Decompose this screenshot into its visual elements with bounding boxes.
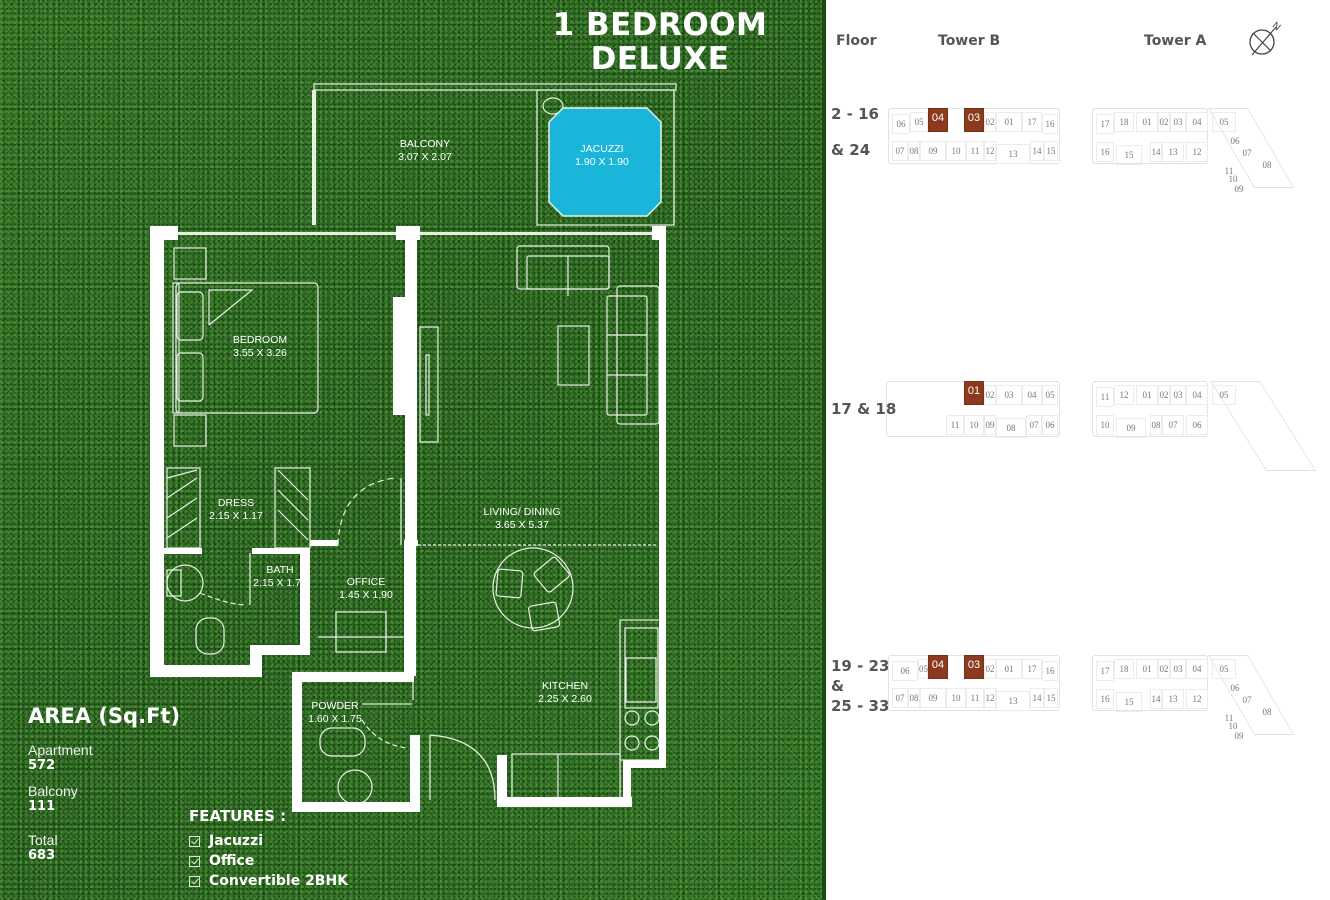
checkbox-checked-icon [189,835,200,847]
pillow [176,352,204,402]
title-line-2: DELUXE [590,41,730,77]
room-label-kitchen: KITCHEN [542,680,588,692]
tv-unit [419,326,439,443]
nightstand [173,414,207,447]
area-label-apartment: Apartment [28,742,93,758]
checkbox-checked-icon [189,855,200,867]
stove-burner [624,710,640,726]
sofa [516,245,610,290]
room-label-powder: POWDER [311,700,359,712]
svg-text:2.25 X 2.60: 2.25 X 2.60 [538,693,592,705]
dining-table [492,547,574,629]
area-label-balcony: Balcony [28,783,78,799]
pillow [176,291,204,341]
room-label-balcony: BALCONY [400,138,450,150]
header-tower-a: Tower A [1144,33,1207,49]
area-label-total: Total [28,832,58,848]
floor-plan-panel: 1 BEDROOM DELUXE [0,0,826,900]
jacuzzi-step [542,97,564,115]
nightstand [173,247,207,280]
office-chair [335,611,387,653]
area-value-apartment: 572 [28,758,56,773]
title-line-1: 1 BEDROOM [552,7,768,43]
highlighted-unit-04[interactable]: 04 [928,655,948,679]
svg-text:2.15 X 1.17: 2.15 X 1.17 [209,510,263,522]
highlighted-unit-03[interactable]: 03 [964,655,984,679]
coffee-table [557,325,590,386]
tower-b-plan-row-3: 06 05 04 03 02 01 17 16 07 08 09 10 11 1… [888,655,1060,713]
tower-b-plan-row-1: 06 05 04 03 02 01 17 16 07 08 09 10 11 1… [888,108,1060,166]
svg-text:3.65 X 5.37: 3.65 X 5.37 [495,519,549,531]
sink [625,657,657,703]
area-value-balcony: 111 [28,799,56,814]
svg-text:1.45 X 1.90: 1.45 X 1.90 [339,589,393,601]
tower-a-plan-row-1: 17 18 01 02 03 04 05 16 15 14 13 12 06 0… [1092,108,1295,198]
svg-text:2.15 X 1.75: 2.15 X 1.75 [253,577,307,589]
room-label-living: LIVING/ DINING [483,506,560,518]
page-title: 1 BEDROOM DELUXE [530,8,790,76]
svg-text:3.07 X 2.07: 3.07 X 2.07 [398,151,452,163]
header-floor: Floor [836,33,877,49]
header-tower-b: Tower B [938,33,1001,49]
toilet [195,617,225,655]
highlighted-unit-04[interactable]: 04 [928,108,948,132]
jacuzzi-deck [536,89,675,226]
room-label-dress: DRESS [218,497,254,509]
feature-item: Jacuzzi [189,831,348,851]
toilet [319,727,366,757]
tower-a-plan-row-3: 17 18 01 02 03 04 05 16 15 14 13 12 06 0… [1092,655,1295,745]
room-label-office: OFFICE [347,576,386,588]
floor-plan-drawing: BALCONY 3.07 X 2.07 JACUZZI 1.90 X 1.90 … [150,83,677,812]
checkbox-checked-icon [189,875,200,887]
area-title: AREA (Sq.Ft) [28,704,181,728]
feature-item: Office [189,851,348,871]
basin [337,769,373,805]
room-label-jacuzzi: JACUZZI [580,143,623,155]
room-label-bath: BATH [266,564,293,576]
feature-item: Convertible 2BHK [189,871,348,891]
room-labels: BALCONY 3.07 X 2.07 JACUZZI 1.90 X 1.90 … [209,138,629,725]
svg-text:1.60 X 1.75: 1.60 X 1.75 [308,713,362,725]
bed [175,282,319,414]
features-title: FEATURES : [189,807,287,825]
floor-label-row-2: 17 & 18 [831,400,897,418]
features-list: FEATURES : Jacuzzi Office Convertible 2B… [189,807,348,891]
floor-label-row-3: 19 - 23 & 25 - 33 [831,657,890,715]
jacuzzi-pool [548,107,662,217]
highlighted-unit-03[interactable]: 03 [964,108,984,132]
tower-b-plan-row-2: 01 02 03 04 05 11 10 09 08 07 06 [886,381,1060,439]
area-value-total: 683 [28,848,56,863]
balcony-railing [313,83,677,91]
key-plan-panel: Floor Tower B Tower A N 2 - 16 & 24 06 0… [826,0,1330,900]
area-summary: AREA (Sq.Ft) Apartment 572 Balcony 111 T… [28,704,180,873]
svg-text:1.90 X 1.90: 1.90 X 1.90 [575,156,629,168]
room-label-bedroom: BEDROOM [233,334,287,346]
north-compass-icon: N [1249,20,1282,56]
floor-label-row-1: 2 - 16 & 24 [831,105,879,159]
highlighted-unit-01[interactable]: 01 [964,381,984,405]
furniture-lines [166,83,677,805]
walls [150,226,666,812]
tower-a-plan-row-2: 11 12 01 02 03 04 05 10 09 08 07 06 [1092,381,1317,481]
svg-text:3.55 X 3.26: 3.55 X 3.26 [233,347,287,359]
